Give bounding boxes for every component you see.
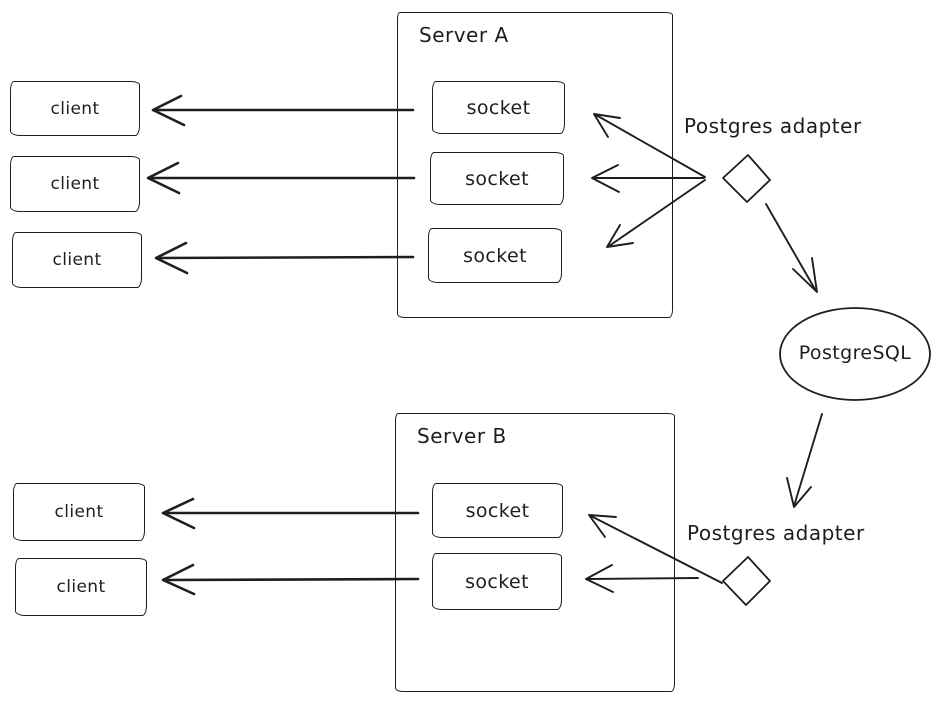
- client-label: client: [54, 502, 104, 522]
- postgres-adapter-top-label: Postgres adapter: [684, 114, 862, 138]
- arrow-adapter-a-postgresql: [765, 203, 818, 293]
- client-box-3: client: [12, 232, 142, 288]
- arrow-socket-b1-client4: [161, 497, 420, 530]
- postgres-adapter-top-diamond: [722, 154, 771, 203]
- client-label: client: [56, 577, 106, 597]
- client-box-5: client: [15, 558, 147, 616]
- server-b-socket-2: socket: [432, 553, 562, 610]
- client-label: client: [52, 250, 102, 270]
- socket-label: socket: [465, 499, 530, 522]
- client-box-4: client: [13, 483, 145, 541]
- socket-label: socket: [463, 244, 527, 267]
- socket-label: socket: [466, 96, 531, 119]
- socket-label: socket: [465, 570, 529, 593]
- postgres-adapter-bottom-diamond: [722, 556, 771, 606]
- server-b-socket-1: socket: [432, 483, 563, 538]
- server-a-socket-3: socket: [428, 228, 562, 283]
- server-a-socket-2: socket: [430, 152, 564, 205]
- server-a-socket-1: socket: [432, 81, 565, 134]
- postgres-adapter-bottom-label: Postgres adapter: [687, 521, 865, 545]
- arrow-postgresql-adapter-b: [786, 413, 823, 508]
- server-a-title: Server A: [419, 23, 509, 47]
- arrow-socket-b2-client5: [161, 563, 420, 596]
- client-label: client: [50, 98, 100, 119]
- arrow-socket-a3-client3: [154, 241, 415, 275]
- arrow-socket-a1-client1: [151, 94, 415, 127]
- client-box-1: client: [10, 81, 140, 136]
- postgresql-label: PostgreSQL: [798, 342, 912, 364]
- arrow-socket-a2-client2: [146, 161, 416, 195]
- socket-label: socket: [465, 167, 529, 190]
- client-label: client: [50, 174, 100, 194]
- server-b-title: Server B: [417, 424, 507, 448]
- client-box-2: client: [10, 156, 140, 212]
